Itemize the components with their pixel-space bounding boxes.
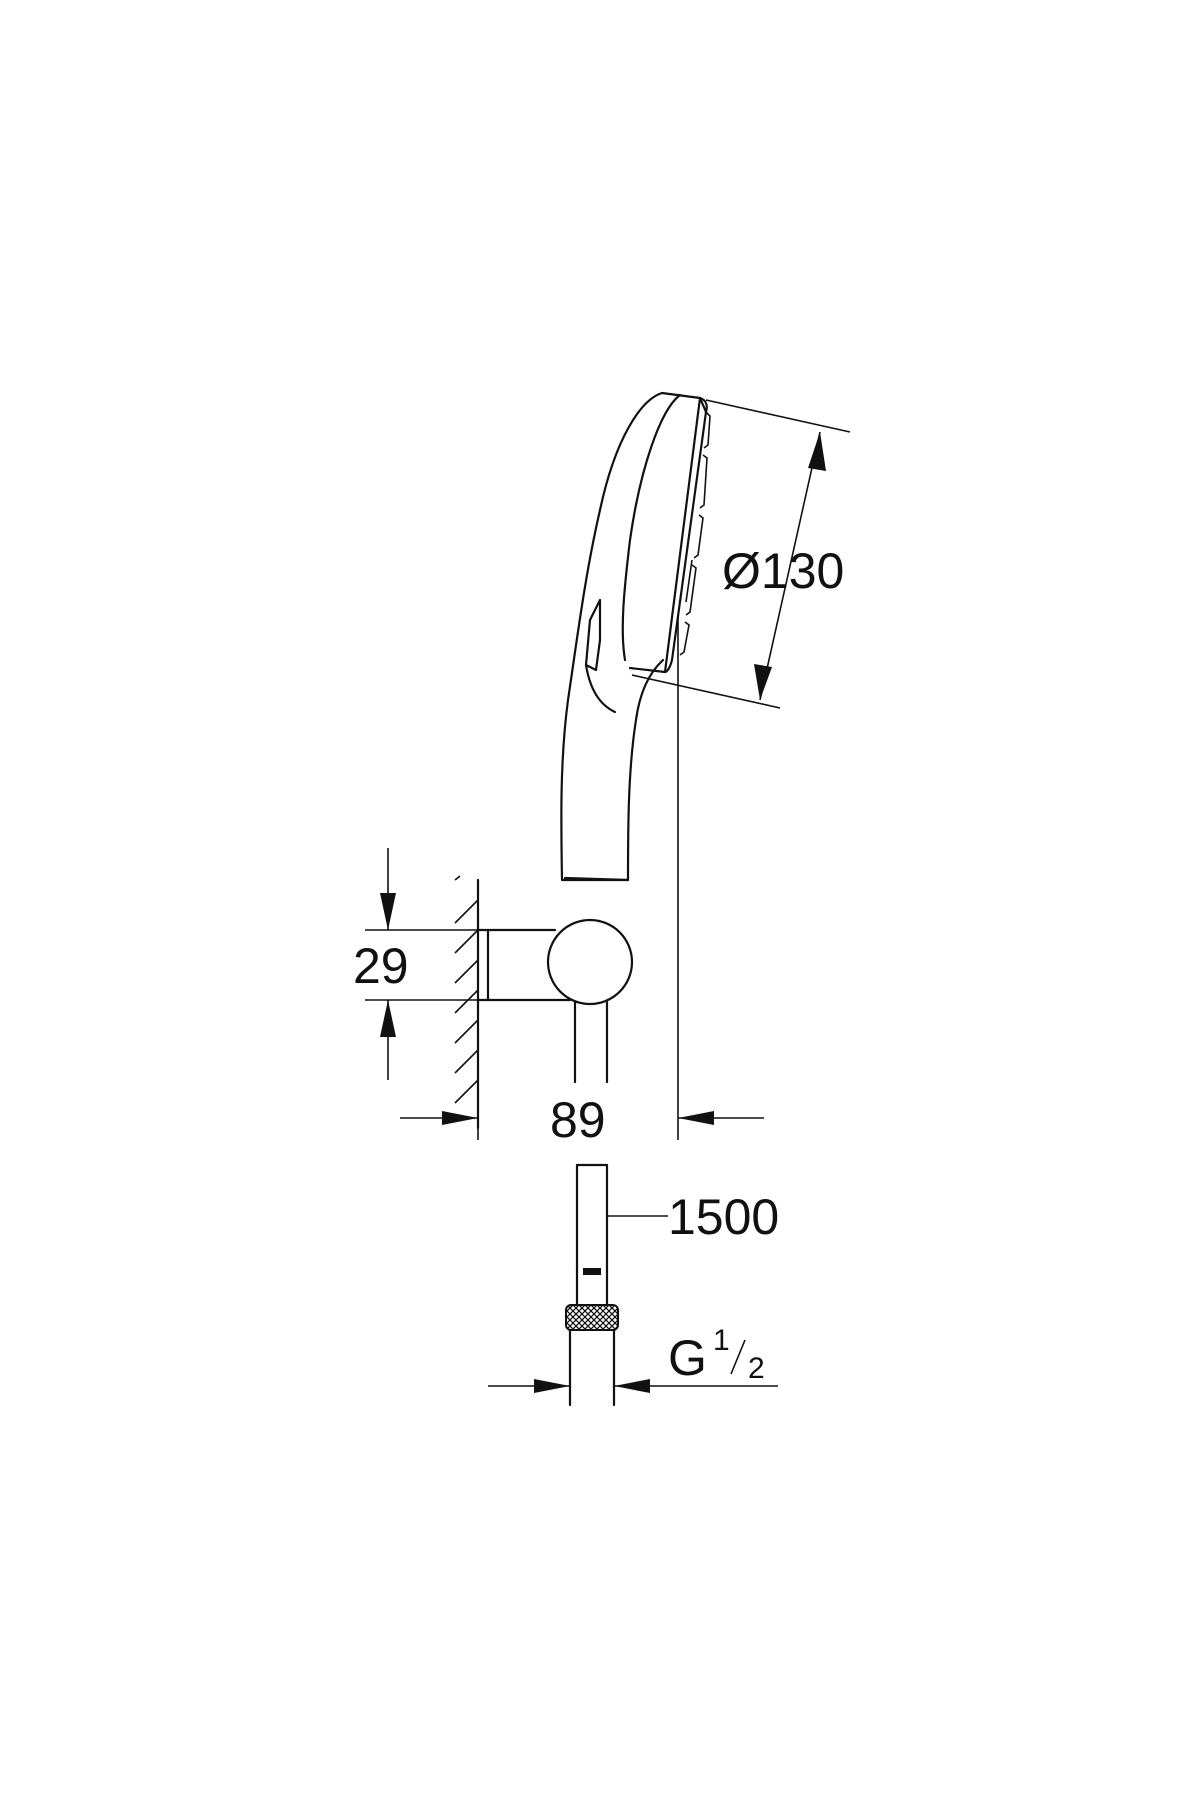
label-thread-denominator: 2: [748, 1352, 765, 1385]
hose-lower: [565, 1163, 619, 1407]
label-head-diameter: Ø130: [722, 543, 844, 599]
label-projection: 89: [550, 1092, 606, 1148]
label-holder-height: 29: [353, 938, 409, 994]
hose-upper: [573, 1000, 609, 1084]
label-hose-length: 1500: [668, 1189, 779, 1245]
hand-shower: [560, 391, 711, 882]
dimension-holder-height: 29: [353, 848, 478, 1080]
label-thread-numerator: 1: [713, 1324, 730, 1357]
wall-holder: [476, 918, 634, 1006]
wall: [454, 875, 480, 1130]
dimension-thread: G 1 2: [488, 1324, 778, 1393]
label-thread-letter: G: [668, 1330, 707, 1386]
dimension-diameter: Ø130: [631, 399, 851, 709]
dimension-hose-length: 1500: [607, 1189, 779, 1245]
dimension-projection: 89: [400, 615, 764, 1148]
